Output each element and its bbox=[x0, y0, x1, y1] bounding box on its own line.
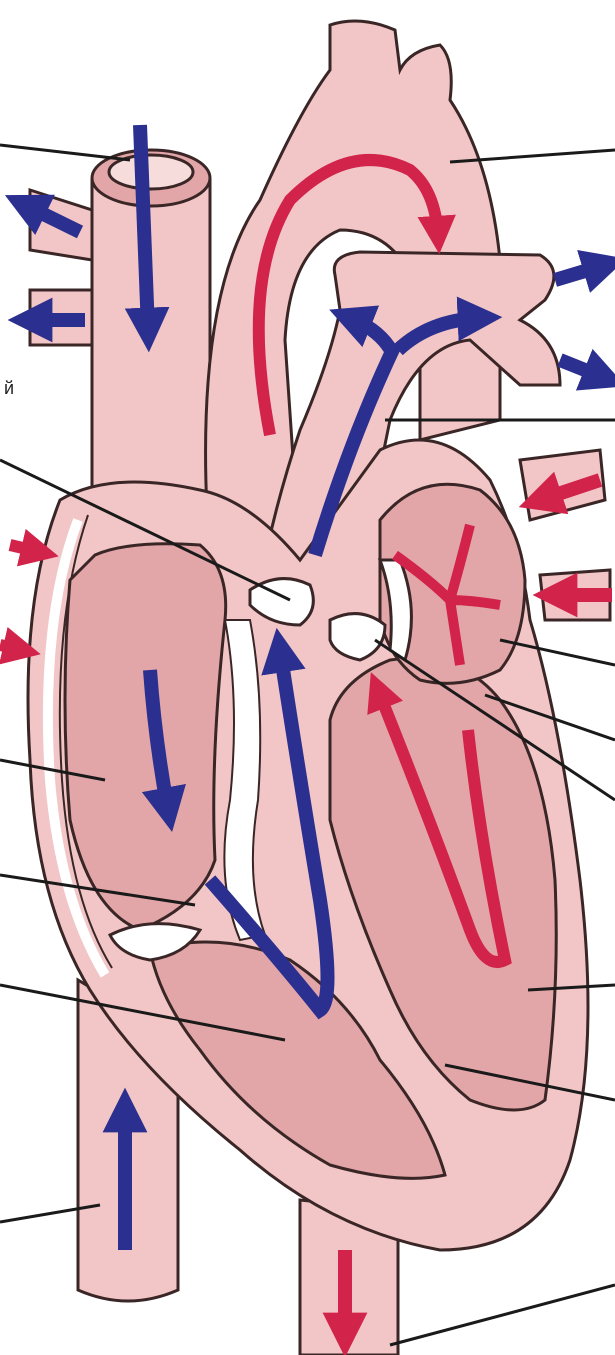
right-atrium bbox=[65, 544, 226, 930]
leader-line-14 bbox=[390, 1285, 615, 1345]
arrow-right-atrium-in-lower bbox=[0, 645, 22, 650]
arrow-right-atrium-in-upper bbox=[10, 545, 40, 552]
arrow-pulmonary-out-upper bbox=[555, 265, 605, 280]
leader-line-1 bbox=[0, 145, 130, 160]
arrow-pulmonary-out-lower bbox=[560, 360, 605, 378]
cropped-label-fragment: й bbox=[4, 378, 14, 399]
arrow-svc-downflow bbox=[140, 125, 148, 330]
